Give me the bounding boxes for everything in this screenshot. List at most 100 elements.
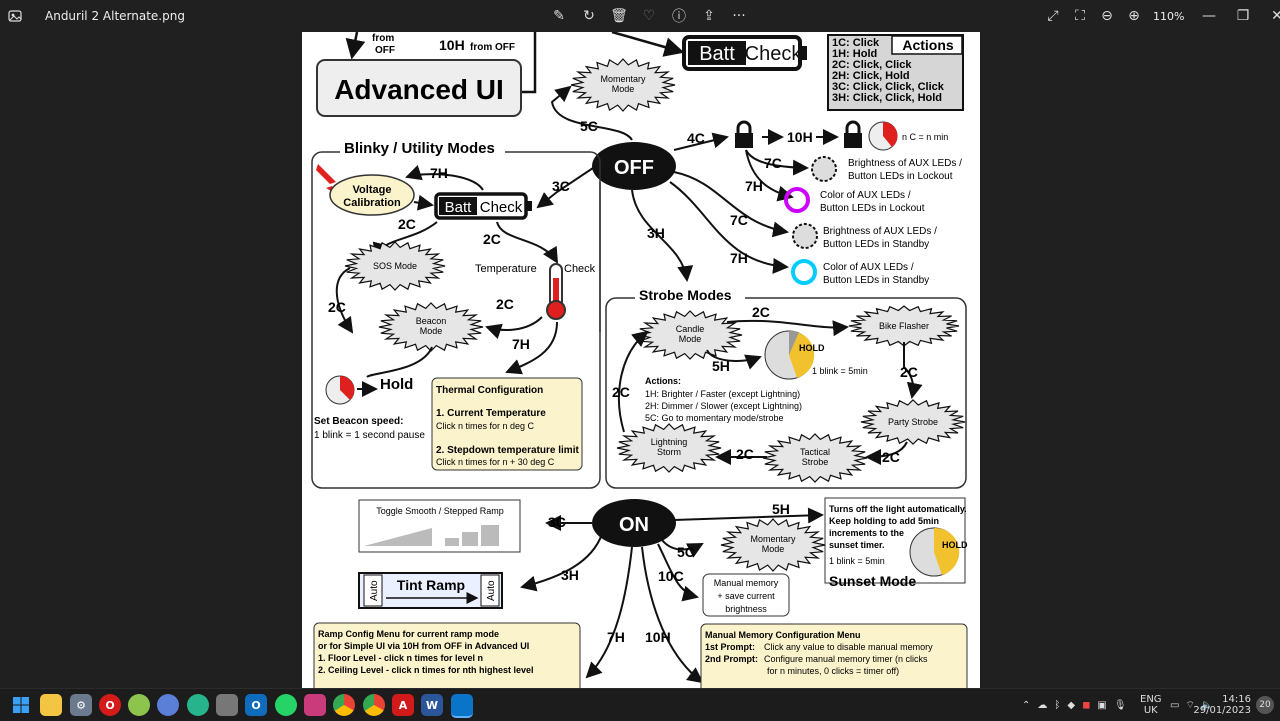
svg-text:Beacon: Beacon [416,316,447,326]
word-icon[interactable]: W [421,694,443,716]
text-line: 1. Floor Level - click n times for level… [318,653,483,663]
close-button[interactable]: ✕ [1271,8,1280,24]
label-10c: 10C [658,568,684,584]
minimize-button[interactable]: — [1202,8,1216,24]
notification-badge[interactable]: 20 [1256,696,1274,714]
acrobat-icon[interactable]: A [392,694,414,716]
ramp-config-box: Ramp Config Menu for current ramp mode or… [313,622,581,688]
android-app-icon[interactable] [128,694,150,716]
maximize-button[interactable]: ❐ [1236,8,1250,24]
language-indicator[interactable]: ENG UK [1140,689,1162,721]
lightning-icon [316,164,346,200]
svg-text:Thermal Configuration: Thermal Configuration [436,385,543,396]
info-icon[interactable]: ⓘ [672,9,686,25]
app-tray-icon[interactable]: ◆ [1067,699,1076,711]
aux-text-1a: Brightness of AUX LEDs / [848,158,962,169]
windows-start-icon[interactable] [10,694,32,716]
text-line: 2C: Click, Click [832,59,912,71]
label-2c-v: 2C [398,216,416,232]
voltage-calibration-node: Voltage Calibration [329,174,415,216]
lang-code: ENG [1140,694,1162,705]
hold-label: Hold [380,376,413,393]
label-3c-off: 3C [552,178,570,194]
label-5c-on: 5C [677,544,695,560]
title-bar: Anduril 2 Alternate.png ✎ ↻ 🗑 ♡ ⓘ ⇪ ··· … [0,0,1280,32]
opera-icon[interactable]: O [99,694,121,716]
label-7c-a: 7C [764,155,782,171]
wifi-icon[interactable]: ⌔ [1185,699,1195,711]
svg-text:1 blink = 5min: 1 blink = 5min [829,556,885,566]
nc-min-label: n C = n min [902,132,948,142]
zoom-in-icon[interactable]: ⊕ [1128,8,1140,24]
app-pink-icon[interactable] [304,694,326,716]
svg-text:ON: ON [619,514,649,536]
outlook-icon[interactable]: O [245,694,267,716]
lightning-storm-node: Lightning Storm [616,423,722,473]
actions-label: Actions: [645,376,681,386]
label-7h-blinky: 7H [430,165,448,181]
clock[interactable]: 14:16 29/01/2023 [1193,689,1251,721]
text-line: Ramp Config Menu for current ramp mode [318,629,499,639]
party-strobe-node: Party Strobe [860,399,966,445]
fit-icon[interactable]: ⛶ [1075,8,1085,24]
app-gray-icon[interactable] [216,694,238,716]
svg-text:increments to the: increments to the [829,528,904,538]
sunset-hold: HOLD [942,540,968,550]
bluetooth-icon[interactable]: ᛒ [1054,699,1061,711]
momentary-mode-on: Momentary Mode [720,518,826,572]
chevron-up-icon[interactable]: ⌃ [1022,699,1031,711]
text-line: or for Simple UI via 10H from OFF in Adv… [318,641,529,651]
svg-text:+ save current: + save current [717,591,775,601]
svg-text:OFF: OFF [614,157,654,179]
candle-mode-node: Candle Mode [637,310,743,360]
blink-5min: 1 blink = 5min [812,366,868,376]
aux-color-icon-2 [791,259,817,285]
svg-text:sunset timer.: sunset timer. [829,540,885,550]
volume-icon[interactable]: 🔈 [1200,699,1214,711]
chrome-alt-icon[interactable] [363,694,385,716]
rotate-icon[interactable]: ↻ [583,8,595,24]
strobe-timer-icon [764,330,815,380]
aux-text-4a: Color of AUX LEDs / [823,262,914,273]
more-icon[interactable]: ··· [732,8,746,24]
hold-small: HOLD [799,343,825,353]
cloud-icon[interactable]: ☁ [1037,699,1048,711]
aux-brightness-icon-1 [811,156,837,182]
whatsapp-icon[interactable] [275,694,297,716]
tray-red-icon[interactable]: ◼ [1082,699,1091,711]
thermometer-icon [546,263,566,320]
delete-icon[interactable]: 🗑 [610,8,628,24]
favorite-icon[interactable]: ♡ [642,8,656,24]
app-green-icon[interactable] [187,694,209,716]
settings-icon[interactable]: ⚙ [70,694,92,716]
network-icon[interactable]: ▭ [1170,699,1180,711]
label-2c-tact: 2C [882,449,900,465]
svg-text:brightness: brightness [725,604,767,614]
image-viewer[interactable]: from OFF 10H from OFF Advanced UI Batt C… [0,32,1280,688]
svg-text:Bike Flasher: Bike Flasher [879,321,929,331]
tray-box-icon[interactable]: ▣ [1097,699,1107,711]
zoom-out-icon[interactable]: ⊖ [1101,8,1113,24]
edit-icon[interactable]: ✎ [553,8,565,24]
zoom-level[interactable]: 110% [1153,9,1185,23]
mic-icon[interactable]: 🎙 [1113,699,1127,711]
app-blue-icon[interactable] [157,694,179,716]
aux-text-3a: Brightness of AUX LEDs / [823,226,937,237]
beacon-speed-2: 1 blink = 1 second pause [314,430,425,441]
svg-text:2nd Prompt:: 2nd Prompt: [705,654,758,664]
system-tray: ⌃ ☁ ᛒ ◆ ◼ ▣ 🎙 [1022,689,1127,721]
momentary-mode-top: Momentary Mode [570,58,676,112]
chrome-icon[interactable] [333,694,355,716]
from-label: from [372,33,394,44]
file-explorer-icon[interactable] [40,694,62,716]
label-7h-a: 7H [745,178,763,194]
photos-app-icon[interactable] [451,694,473,718]
tactical-strobe-node: Tactical Strobe [762,433,868,483]
app-icon [8,0,22,32]
sunset-mode-label: Sunset Mode [829,573,916,589]
expand-icon[interactable]: ⤢ [1047,8,1059,24]
diagram-image: from OFF 10H from OFF Advanced UI Batt C… [302,32,980,688]
svg-text:Ramp Config Menu for current r: Ramp Config Menu for current ramp mode or… [318,629,534,675]
share-icon[interactable]: ⇪ [703,8,715,24]
toggle-ramp-box: Toggle Smooth / Stepped Ramp [358,499,521,553]
